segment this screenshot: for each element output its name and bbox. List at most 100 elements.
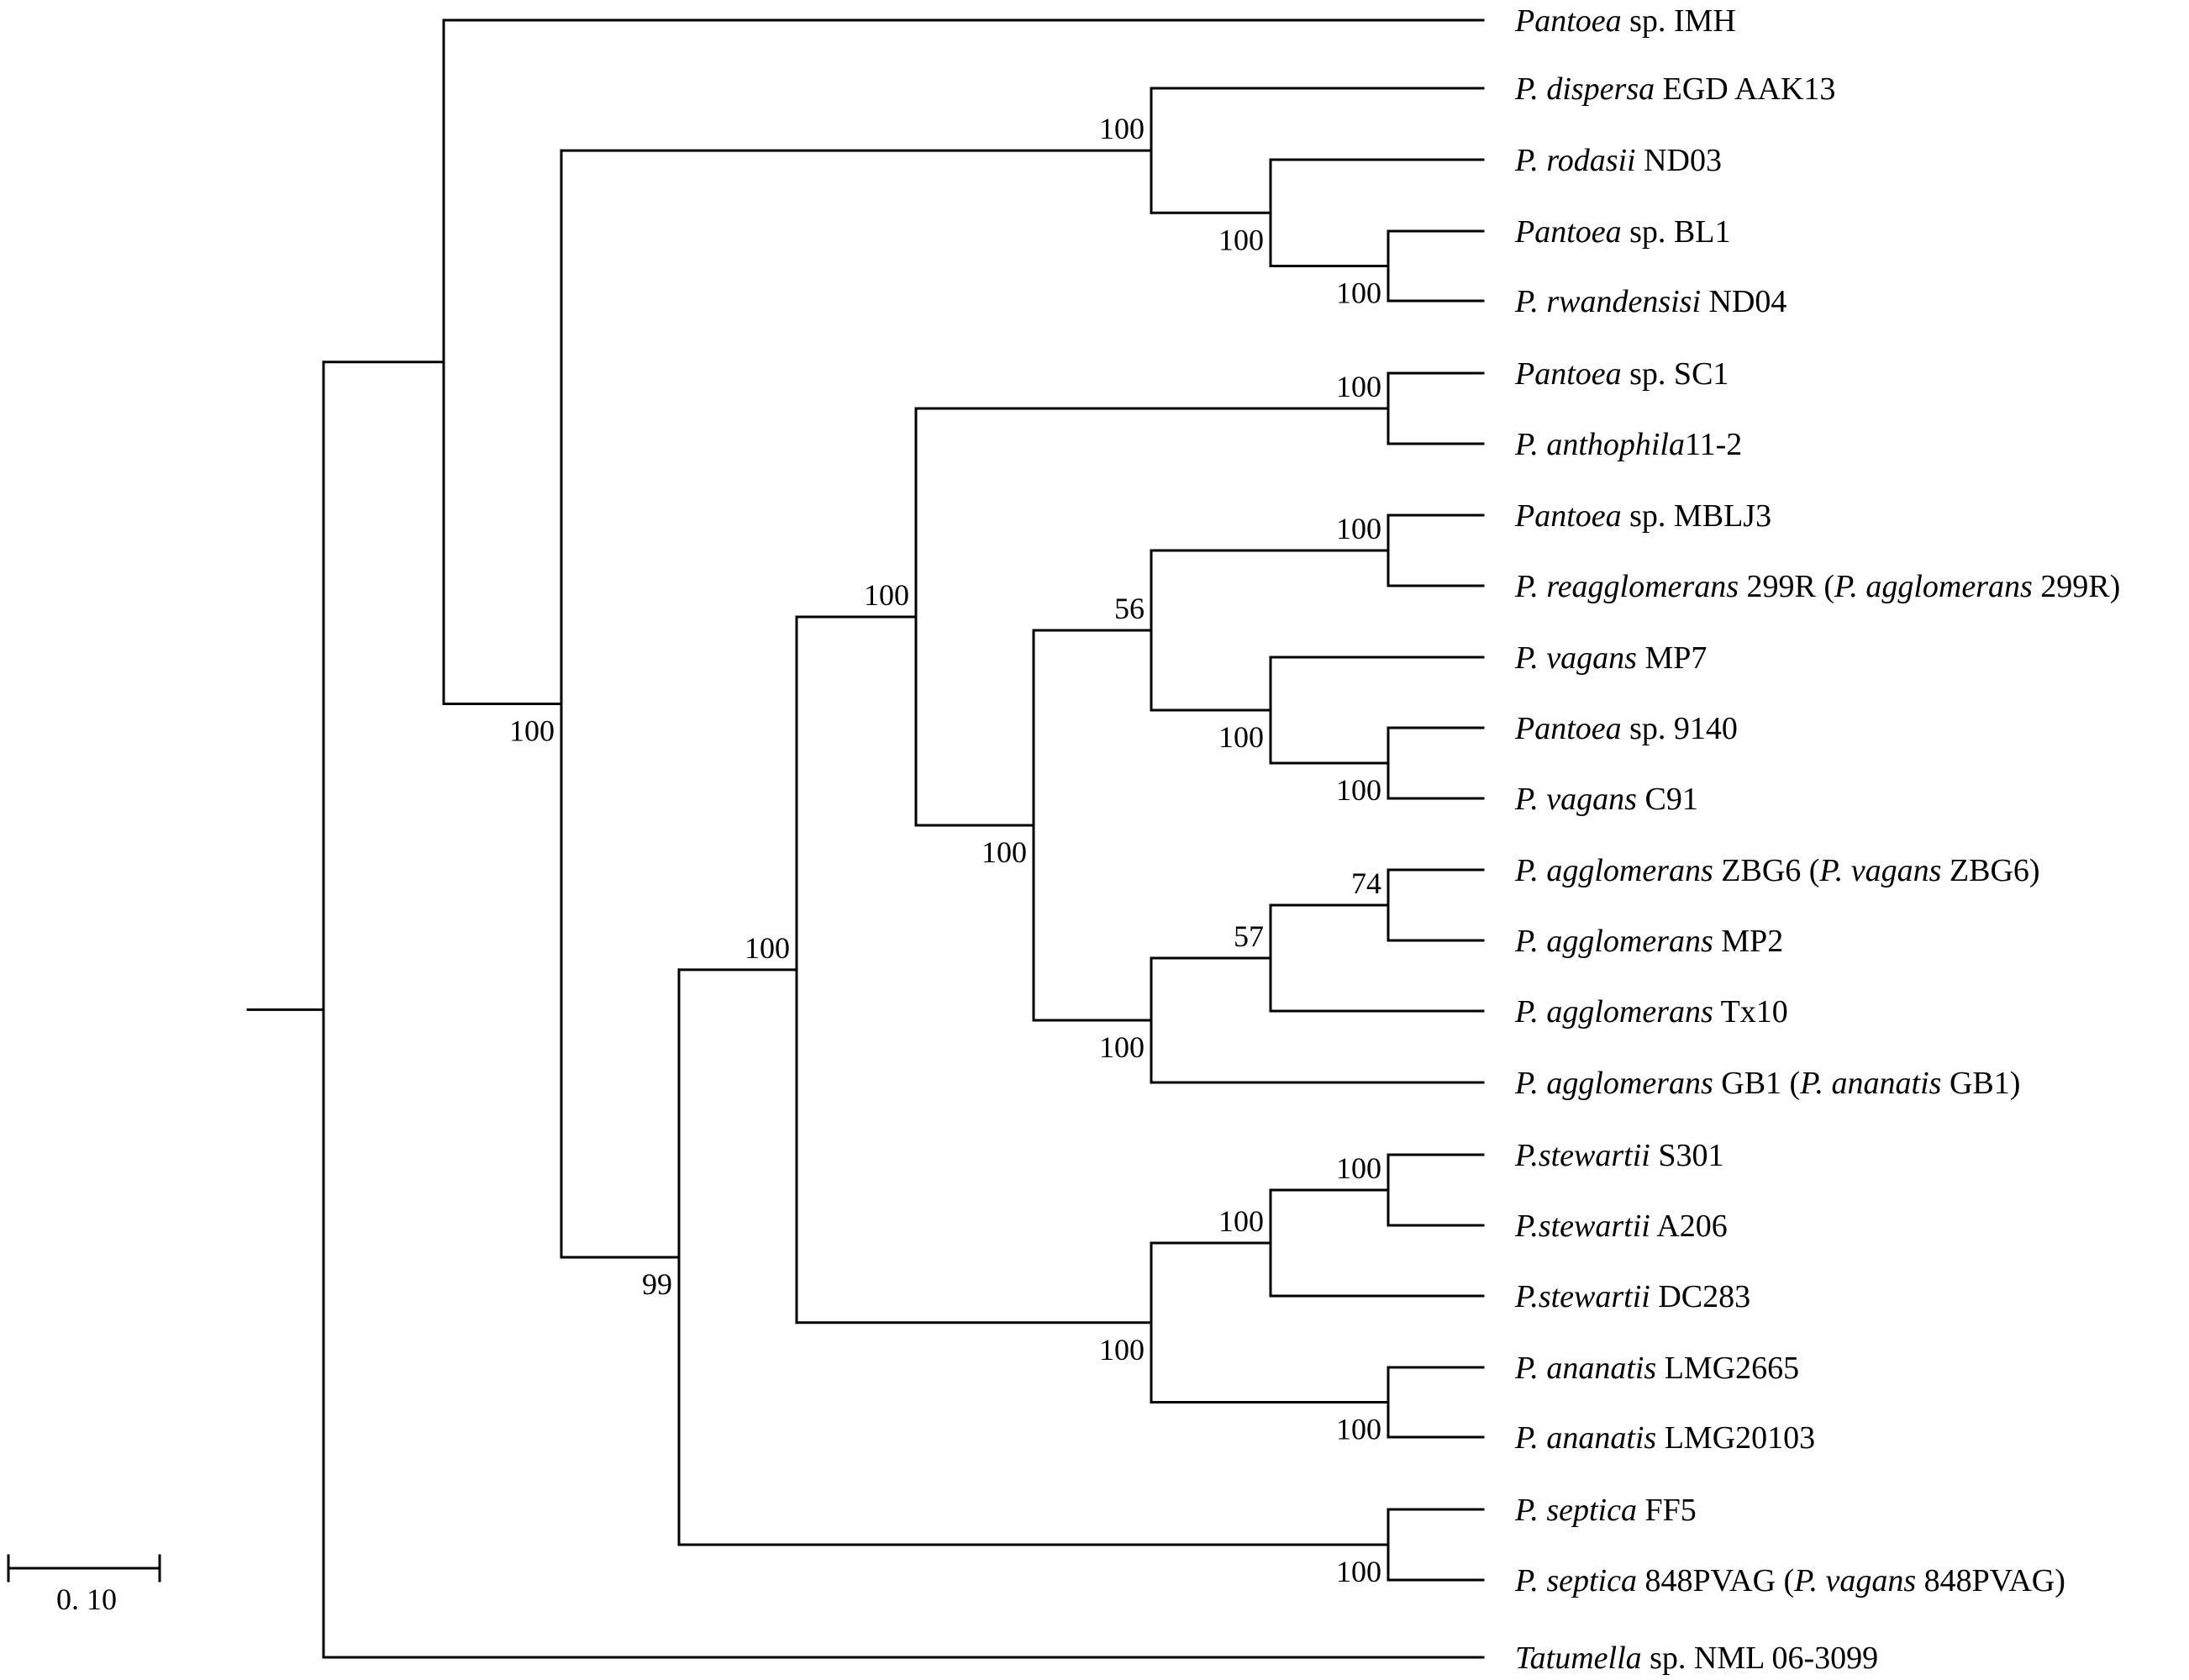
support-value-n_core_pantoea: 100 bbox=[745, 931, 790, 965]
support-value-n_vagans_group: 100 bbox=[1218, 720, 1264, 754]
taxon-label-22: P. septica FF5 bbox=[1514, 1493, 1697, 1528]
taxon-label-11-part-1: Pantoea bbox=[1514, 711, 1622, 746]
taxon-label-10-part-2: MP7 bbox=[1637, 640, 1707, 676]
support-value-n_agglomerans_vagans_group: 56 bbox=[1114, 592, 1144, 625]
taxon-label-9: P. reagglomerans 299R (P. agglomerans 29… bbox=[1514, 569, 2120, 604]
taxon-label-19: P.stewartii DC283 bbox=[1514, 1279, 1750, 1314]
taxon-label-12-part-1: P. vagans bbox=[1514, 782, 1637, 817]
taxon-label-10-part-1: P. vagans bbox=[1514, 640, 1637, 676]
taxon-label-11-part-2: sp. 9140 bbox=[1622, 711, 1738, 746]
taxon-label-8-part-2: sp. MBLJ3 bbox=[1622, 498, 1771, 534]
support-value-n_agglomerans_group: 100 bbox=[1099, 1030, 1144, 1064]
taxon-label-8-part-1: Pantoea bbox=[1514, 498, 1622, 534]
taxon-label-22-part-2: FF5 bbox=[1637, 1493, 1697, 1528]
taxon-labels: Pantoea sp. IMH P. dispersa EGD AAK13 P. r… bbox=[1514, 3, 2120, 1676]
support-value-n_septica: 100 bbox=[1336, 1555, 1381, 1588]
taxon-label-14-part-1: P. agglomerans bbox=[1514, 924, 1713, 959]
support-value-n_lmg2665_lmg20103: 100 bbox=[1336, 1413, 1381, 1446]
taxon-label-1-part-2: sp. IMH bbox=[1622, 3, 1736, 39]
taxon-label-20-part-2: LMG2665 bbox=[1656, 1351, 1799, 1386]
taxon-label-16-part-1: P. agglomerans bbox=[1514, 1066, 1713, 1101]
taxon-label-9-part-1: P. reagglomerans bbox=[1514, 569, 1739, 604]
taxon-label-4-part-1: Pantoea bbox=[1514, 214, 1622, 250]
taxon-label-13-part-2: ZBG6 ( bbox=[1713, 853, 1820, 888]
taxon-label-11: Pantoea sp. 9140 bbox=[1514, 711, 1738, 746]
scale-bar: 0. 10 bbox=[7, 1554, 161, 1616]
taxon-label-13-part-3: P. vagans bbox=[1818, 853, 1941, 888]
taxon-label-4: Pantoea sp. BL1 bbox=[1514, 214, 1731, 250]
taxon-label-20-part-1: P. ananatis bbox=[1514, 1351, 1656, 1386]
support-value-n_stewartii_ananatis: 100 bbox=[1099, 1333, 1144, 1367]
support-value-n_dispersa_group: 100 bbox=[509, 714, 555, 748]
taxon-label-12-part-2: C91 bbox=[1637, 782, 1698, 817]
support-value-n_big_agglomerans_clade: 100 bbox=[981, 835, 1027, 869]
taxon-label-15-part-1: P. agglomerans bbox=[1514, 994, 1713, 1030]
taxon-label-23-part-3: P. vagans bbox=[1793, 1563, 1916, 1598]
taxon-label-17-part-2: S301 bbox=[1650, 1138, 1724, 1173]
taxon-label-13: P. agglomerans ZBG6 (P. vagans ZBG6) bbox=[1514, 853, 2040, 888]
support-value-n_bl1_rwandensisi: 100 bbox=[1336, 276, 1381, 310]
taxon-label-3: P. rodasii ND03 bbox=[1514, 143, 1722, 178]
taxon-label-23: P. septica 848PVAG (P. vagans 848PVAG) bbox=[1514, 1563, 2065, 1598]
taxon-label-16-part-4: GB1) bbox=[1941, 1066, 2020, 1101]
taxon-label-15-part-2: Tx10 bbox=[1713, 994, 1788, 1030]
taxon-label-10: P. vagans MP7 bbox=[1514, 640, 1707, 676]
taxon-label-8: Pantoea sp. MBLJ3 bbox=[1514, 498, 1771, 534]
taxon-label-9-part-3: P. agglomerans bbox=[1834, 569, 2033, 604]
taxon-label-2: P. dispersa EGD AAK13 bbox=[1514, 71, 1835, 107]
taxon-label-16: P. agglomerans GB1 (P. ananatis GB1) bbox=[1514, 1066, 2020, 1101]
support-value-n_stewartii_group: 100 bbox=[1218, 1204, 1264, 1238]
taxon-label-23-part-2: 848PVAG ( bbox=[1637, 1563, 1794, 1598]
taxon-label-5: P. rwandensisi ND04 bbox=[1514, 284, 1786, 319]
taxon-label-24-part-2: sp. NML 06-3099 bbox=[1642, 1641, 1878, 1676]
taxon-label-6-part-2: sp. SC1 bbox=[1622, 356, 1729, 392]
taxon-label-2-part-2: EGD AAK13 bbox=[1655, 71, 1835, 107]
taxon-label-7-part-1: P. anthophila bbox=[1514, 427, 1685, 462]
taxon-label-2-part-1: P. dispersa bbox=[1514, 71, 1655, 107]
support-value-n_sc1_anthophila: 100 bbox=[1336, 370, 1381, 403]
taxon-label-21-part-2: LMG20103 bbox=[1656, 1420, 1815, 1456]
support-value-n_zbg6_tx10: 57 bbox=[1234, 919, 1264, 953]
taxon-label-14-part-2: MP2 bbox=[1713, 924, 1783, 959]
taxon-label-22-part-1: P. septica bbox=[1514, 1493, 1637, 1528]
taxon-label-18-part-1: P.stewartii bbox=[1514, 1209, 1650, 1244]
taxon-label-4-part-2: sp. BL1 bbox=[1622, 214, 1731, 250]
taxon-label-1-part-1: Pantoea bbox=[1514, 3, 1622, 39]
taxon-label-17: P.stewartii S301 bbox=[1514, 1138, 1723, 1173]
taxon-label-19-part-1: P.stewartii bbox=[1514, 1279, 1650, 1314]
taxon-label-9-part-4: 299R) bbox=[2033, 569, 2121, 604]
tree-branches bbox=[246, 18, 1485, 1659]
taxon-label-24-part-1: Tatumella bbox=[1515, 1641, 1642, 1676]
taxon-label-7: P. anthophila11-2 bbox=[1514, 427, 1742, 462]
taxon-label-15: P. agglomerans Tx10 bbox=[1514, 994, 1788, 1030]
taxon-label-16-part-2: GB1 ( bbox=[1713, 1066, 1800, 1101]
support-value-n_mblj3_reagglomerans: 100 bbox=[1336, 512, 1381, 545]
support-value-n_sc1_clade_stem: 100 bbox=[864, 578, 909, 612]
taxon-label-5-part-1: P. rwandensisi bbox=[1514, 284, 1701, 319]
taxon-label-7-part-2: 11-2 bbox=[1685, 427, 1742, 462]
taxon-label-3-part-2: ND03 bbox=[1636, 143, 1722, 178]
taxon-label-23-part-4: 848PVAG) bbox=[1916, 1563, 2065, 1598]
taxon-label-14: P. agglomerans MP2 bbox=[1514, 924, 1783, 959]
support-value-n_rodasii_group: 100 bbox=[1218, 223, 1264, 256]
taxon-label-13-part-4: ZBG6) bbox=[1941, 853, 2039, 888]
support-value-n_s301_a206: 100 bbox=[1336, 1151, 1381, 1185]
taxon-label-5-part-2: ND04 bbox=[1701, 284, 1786, 319]
taxon-label-9-part-2: 299R ( bbox=[1739, 569, 1834, 604]
taxon-label-23-part-1: P. septica bbox=[1514, 1563, 1637, 1598]
taxon-label-12: P. vagans C91 bbox=[1514, 782, 1698, 817]
support-value-n_main_clade: 99 bbox=[642, 1267, 672, 1301]
taxon-label-3-part-1: P. rodasii bbox=[1514, 143, 1636, 178]
support-value-n_9140_c91: 100 bbox=[1336, 773, 1381, 807]
support-values: 1001001001001001005610010074571001001001… bbox=[509, 112, 1381, 1588]
taxon-label-1: Pantoea sp. IMH bbox=[1514, 3, 1736, 39]
support-value-n_dispersa_clade_stem: 100 bbox=[1099, 112, 1144, 145]
taxon-label-18: P.stewartii A206 bbox=[1514, 1209, 1728, 1244]
taxon-label-16-part-3: P. ananatis bbox=[1799, 1066, 1941, 1101]
taxon-label-21-part-1: P. ananatis bbox=[1514, 1420, 1656, 1456]
taxon-label-19-part-2: DC283 bbox=[1650, 1279, 1750, 1314]
taxon-label-18-part-2: A206 bbox=[1650, 1209, 1728, 1244]
taxon-label-6: Pantoea sp. SC1 bbox=[1514, 356, 1729, 392]
taxon-label-24: Tatumella sp. NML 06-3099 bbox=[1515, 1641, 1878, 1676]
